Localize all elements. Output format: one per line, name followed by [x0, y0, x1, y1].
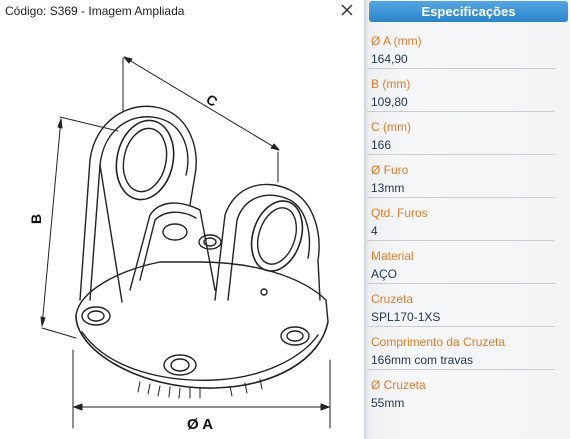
window-title: Código: S369 - Imagem Ampliada	[5, 4, 185, 18]
spec-label: Cruzeta	[371, 292, 414, 306]
spec-label: Ø A (mm)	[371, 34, 422, 48]
spec-label: C (mm)	[371, 120, 411, 134]
spec-hole-count: Qtd. Furos 4	[367, 198, 555, 241]
spec-cross-length: Comprimento da Cruzeta 166mm com travas	[367, 327, 555, 370]
spec-label: Material	[371, 249, 414, 263]
spec-hole-diameter: Ø Furo 13mm	[367, 155, 555, 198]
part-drawing: C B Ø A	[28, 56, 331, 433]
dimension-a-lines	[72, 349, 331, 429]
spec-c: C (mm) 166	[367, 112, 555, 155]
spec-value: 166mm com travas	[371, 353, 474, 367]
dimension-a-label: Ø A	[187, 416, 213, 433]
dimension-c-lines	[122, 56, 280, 183]
spec-value: 13mm	[371, 181, 405, 195]
spec-value: 55mm	[371, 396, 405, 410]
specifications-list: Ø A (mm) 164,90 B (mm) 109,80 C (mm) 166…	[367, 26, 555, 413]
spec-label: Comprimento da Cruzeta	[371, 335, 506, 349]
spec-value: 109,80	[371, 95, 408, 109]
spec-cross: Cruzeta SPL170-1XS	[367, 284, 555, 327]
spec-value: 164,90	[371, 52, 408, 66]
spec-label: Qtd. Furos	[371, 206, 428, 220]
spec-label: B (mm)	[371, 77, 411, 91]
bolt-holes	[81, 234, 310, 376]
image-panel: Código: S369 - Imagem Ampliada	[5, 2, 355, 433]
spec-value: 166	[371, 138, 392, 152]
spec-label: Ø Furo	[371, 163, 409, 177]
flange-serrations	[137, 378, 263, 399]
dimension-b-lines	[40, 116, 119, 339]
spec-cross-diameter: Ø Cruzeta 55mm	[367, 370, 555, 413]
spec-value: AÇO	[371, 267, 398, 281]
specifications-header: Especificações	[369, 1, 568, 22]
spec-material: Material AÇO	[367, 241, 555, 284]
close-icon[interactable]	[339, 2, 355, 18]
spec-diameter-a: Ø A (mm) 164,90	[367, 26, 555, 69]
spec-label: Ø Cruzeta	[371, 378, 426, 392]
spec-value: SPL170-1XS	[371, 310, 441, 324]
dimension-b-label: B	[28, 214, 44, 224]
spec-b: B (mm) 109,80	[367, 69, 555, 112]
spec-value: 4	[371, 224, 378, 238]
dimension-c-label: C	[203, 91, 220, 110]
specifications-panel: Especificações Ø A (mm) 164,90 B (mm) 10…	[364, 0, 570, 439]
